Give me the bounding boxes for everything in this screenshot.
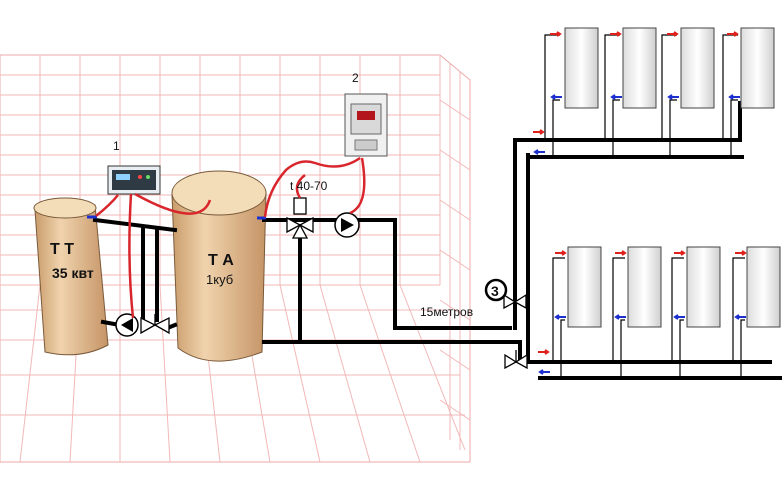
radiators-top-row xyxy=(564,27,775,109)
pump-boiler-circuit xyxy=(115,313,139,337)
heat-accumulator-tank xyxy=(171,170,267,362)
check-valve-boiler xyxy=(140,314,170,335)
flow-arrows xyxy=(87,31,747,375)
ta-title: Т А xyxy=(208,252,234,269)
thermostat-number: 2 xyxy=(352,71,359,85)
pipes xyxy=(92,101,782,380)
temperature-range-label: t 40-70 xyxy=(290,179,328,193)
distance-label: 15метров xyxy=(420,305,473,319)
boiler-controller-device xyxy=(107,165,161,195)
pump-heating-circuit xyxy=(334,212,360,238)
control-wires xyxy=(95,156,366,319)
radiator-branch-lines xyxy=(544,34,745,378)
valve-number: 3 xyxy=(491,283,499,299)
shutoff-valve-lower xyxy=(504,350,528,370)
shutoff-valve-3 xyxy=(503,293,527,310)
solid-fuel-boiler xyxy=(33,197,109,356)
thermostat-device xyxy=(344,93,388,157)
controller-number: 1 xyxy=(113,139,120,153)
ta-volume: 1куб xyxy=(206,272,233,287)
three-way-mixing-valve xyxy=(286,197,314,239)
radiators-bottom-row xyxy=(567,246,781,328)
valve-number-badge xyxy=(484,278,508,302)
tt-power: 35 квт xyxy=(52,265,94,281)
tt-title: Т Т xyxy=(50,241,74,258)
